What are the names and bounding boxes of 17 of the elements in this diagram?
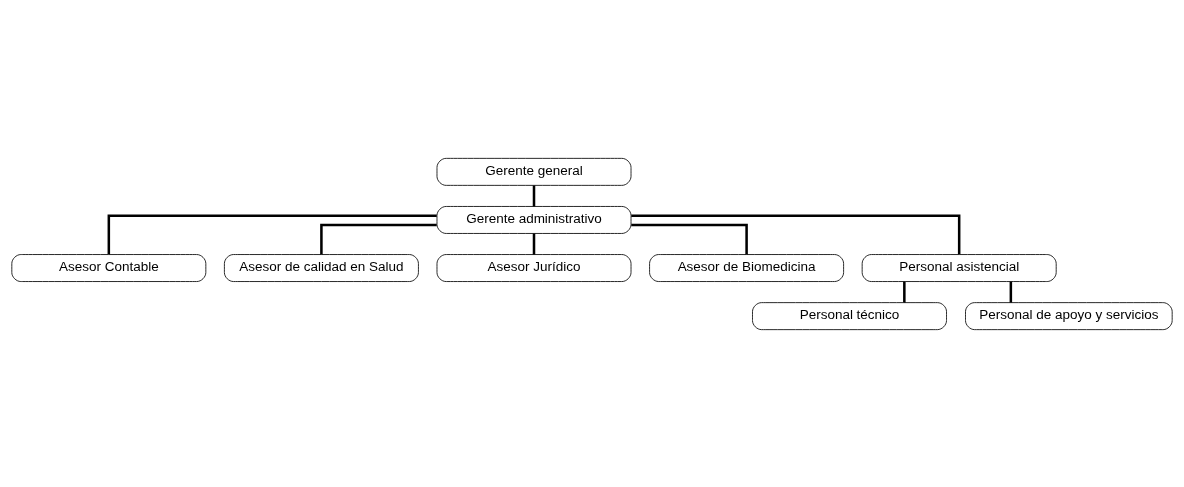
node-box: Gerente general <box>436 157 632 186</box>
node-box: Asesor Jurídico <box>436 253 632 282</box>
node-box: Asesor Contable <box>11 253 207 282</box>
node-box: Gerente administrativo <box>436 205 632 234</box>
connector <box>903 281 906 303</box>
connector <box>1009 281 1013 303</box>
connector <box>631 223 748 254</box>
node-box: Asesor de calidad en Salud <box>224 253 419 282</box>
node-box: Personal técnico <box>752 301 947 330</box>
connector <box>320 223 437 254</box>
node-box: Personal asistencial <box>861 253 1057 282</box>
connector <box>631 213 961 254</box>
connector <box>532 185 536 206</box>
connector <box>532 233 536 255</box>
node-box: Personal de apoyo y servicios <box>965 301 1173 330</box>
connector <box>107 213 437 254</box>
node-box: Asesor de Biomedicina <box>649 253 844 282</box>
